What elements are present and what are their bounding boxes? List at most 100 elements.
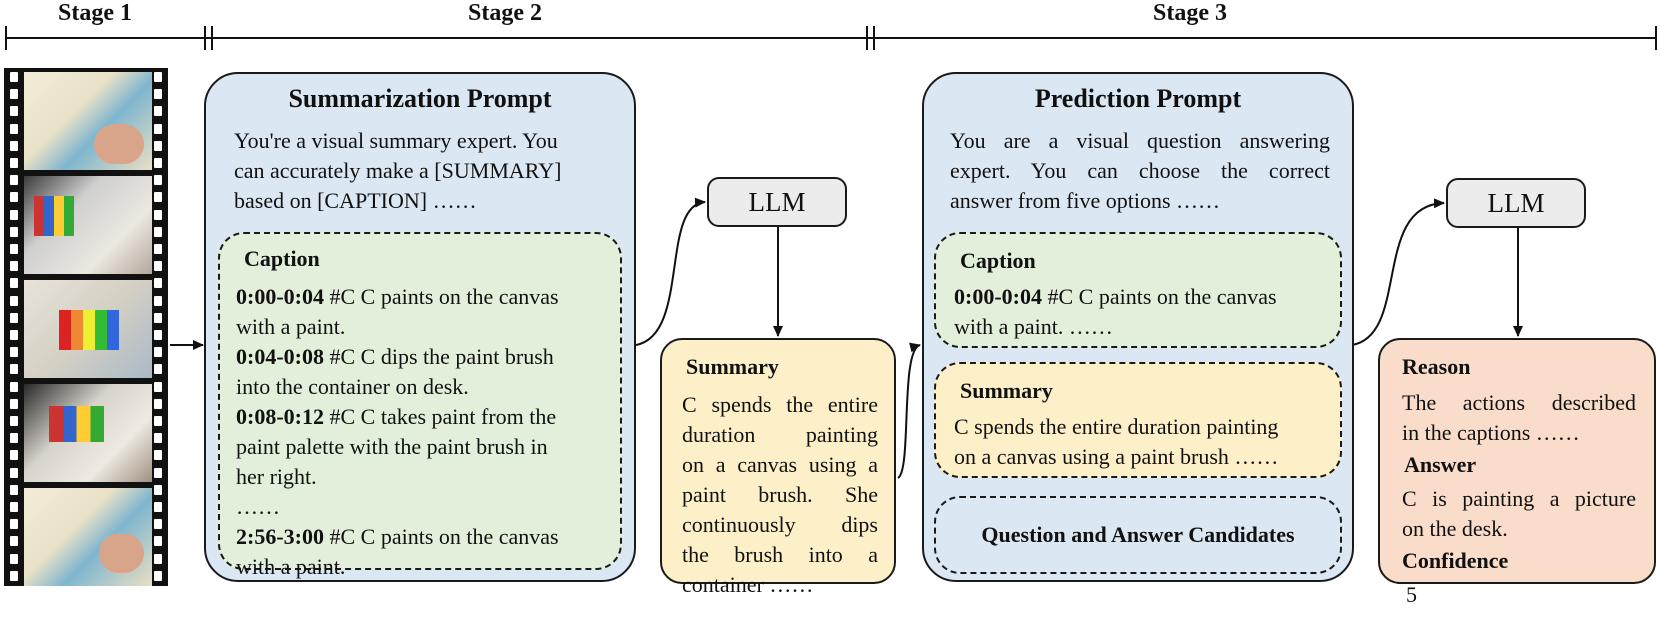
intro-line: can accurately make a [SUMMARY] [234, 158, 562, 183]
film-sprocket-hole [10, 381, 18, 392]
summary-line: the brush into a [682, 542, 878, 567]
film-sprocket-hole [10, 536, 18, 547]
film-sprocket-hole [10, 502, 18, 512]
film-sprocket-hole [10, 123, 18, 134]
video-frame-2 [24, 176, 152, 274]
caption-timestamp: 0:04-0:08 [236, 344, 324, 369]
caption-entry: 0:00-0:04 #C C paints on the canvas [236, 282, 616, 312]
reason-title: Reason [1402, 354, 1471, 379]
video-frame-1 [24, 72, 152, 170]
film-sprocket-hole [10, 416, 18, 426]
stage-divider-rule [5, 26, 1657, 50]
summary-line: C spends the entire duration painting [954, 414, 1279, 439]
caption-entries: 0:00-0:04 #C C paints on the canvas with… [236, 282, 616, 582]
reason-line: in the captions …… [1402, 420, 1580, 445]
film-sprocket-hole [154, 106, 162, 117]
film-sprocket-hole [154, 312, 162, 323]
prediction-summary-box: Summary C spends the entire duration pai… [934, 362, 1342, 478]
summary-line: C spends the entire [682, 392, 878, 417]
arrow-prompt-to-llm [635, 197, 706, 346]
film-sprocket-hole [154, 433, 162, 444]
prediction-prompt-box: Prediction Prompt You are a visual quest… [922, 72, 1354, 582]
caption-text: #C C takes paint from the [323, 404, 557, 429]
summary-box: Summary C spends the entire duration pai… [660, 338, 896, 597]
film-sprocket-hole [10, 209, 18, 220]
film-sprocket-hole [154, 398, 162, 409]
caption-entry: 2:56-3:00 #C C paints on the canvas [236, 522, 616, 552]
film-sprocket-hole [10, 278, 18, 289]
film-sprocket-hole [154, 123, 162, 134]
summarization-prompt-intro: You're a visual summary expert. You can … [234, 126, 614, 216]
stage-1-label: Stage 1 [58, 0, 132, 26]
reason-line: The actions described [1402, 390, 1636, 415]
caption-text: with a paint. [236, 554, 346, 579]
video-frame-3 [24, 280, 152, 378]
summary-line: duration painting [682, 422, 878, 447]
film-sprocket-hole [10, 175, 18, 186]
summary-line: container …… [682, 572, 814, 597]
answer-text: C is painting a picture on the desk. [1402, 484, 1636, 544]
intro-line: expert. You can choose the correct [950, 158, 1330, 183]
caption-box: Caption 0:00-0:04 #C C paints on the can… [218, 232, 622, 579]
film-sprocket-hole [154, 553, 162, 564]
summary-line: on a canvas using a [682, 452, 878, 477]
film-sprocket-hole [10, 467, 18, 478]
intro-line: You are a visual question answering [950, 128, 1330, 153]
film-sprocket-hole [154, 502, 162, 512]
prediction-caption-box: Caption 0:00-0:04 #C C paints on the can… [934, 232, 1342, 348]
prediction-summary-title: Summary [960, 378, 1053, 403]
confidence-title: Confidence [1402, 548, 1509, 573]
video-filmstrip [4, 68, 168, 586]
caption-timestamp: 0:00-0:04 [954, 284, 1042, 309]
prediction-prompt-title: Prediction Prompt [1034, 84, 1242, 113]
caption-text: her right. [236, 464, 317, 489]
video-frame-5 [24, 488, 152, 586]
film-sprocket-hole [154, 416, 162, 426]
film-sprocket-hole [10, 261, 18, 272]
film-sprocket-hole [154, 244, 162, 254]
caption-timestamp: 2:56-3:00 [236, 524, 324, 549]
film-sprocket-hole [154, 570, 162, 581]
prediction-caption-text: 0:00-0:04 #C C paints on the canvas with… [954, 282, 1334, 342]
film-sprocket-hole [10, 244, 18, 254]
film-sprocket-hole [154, 381, 162, 392]
caption-text: #C C dips the paint brush [323, 344, 554, 369]
caption-text: into the container on desk. [236, 374, 469, 399]
summarization-prompt-box: Summarization Prompt You're a visual sum… [204, 72, 636, 582]
film-sprocket-hole [154, 450, 162, 461]
film-sprocket-hole [154, 467, 162, 478]
film-sprocket-hole [154, 175, 162, 186]
film-sprocket-hole [10, 140, 18, 151]
caption-text: #C C paints on the canvas [323, 524, 559, 549]
prediction-caption-title: Caption [960, 248, 1036, 273]
llm-box-1: LLM [707, 177, 847, 227]
caption-text: paint palette with the paint brush in [236, 434, 548, 459]
caption-timestamp: 0:08-0:12 [236, 404, 324, 429]
film-sprocket-hole [10, 158, 18, 168]
film-sprocket-hole [154, 192, 162, 203]
prediction-prompt-intro: You are a visual question answering expe… [950, 126, 1330, 216]
film-sprocket-hole [10, 106, 18, 117]
output-box: Reason The actions described in the capt… [1378, 338, 1656, 607]
prediction-summary-text: C spends the entire duration painting on… [954, 412, 1334, 472]
film-sprocket-hole [154, 261, 162, 272]
film-sprocket-hole [154, 330, 162, 340]
intro-line: answer from five options …… [950, 188, 1221, 213]
film-sprocket-hole [154, 140, 162, 151]
film-sprocket-hole [10, 433, 18, 444]
caption-timestamp: 0:00-0:04 [236, 284, 324, 309]
film-sprocket-hole [10, 364, 18, 375]
film-sprocket-hole [10, 484, 18, 495]
caption-text: with a paint. [236, 314, 346, 339]
llm-box-2: LLM [1446, 178, 1586, 228]
film-sprocket-hole [10, 570, 18, 581]
caption-title: Caption [244, 246, 320, 271]
summary-text: C spends the entire duration painting on… [682, 390, 878, 600]
confidence-value: 5 [1406, 582, 1417, 607]
film-sprocket-hole [10, 226, 18, 237]
film-sprocket-hole [154, 278, 162, 289]
film-sprocket-hole [10, 553, 18, 564]
film-sprocket-hole [154, 72, 162, 82]
film-sprocket-hole [10, 330, 18, 340]
film-sprocket-hole [154, 484, 162, 495]
